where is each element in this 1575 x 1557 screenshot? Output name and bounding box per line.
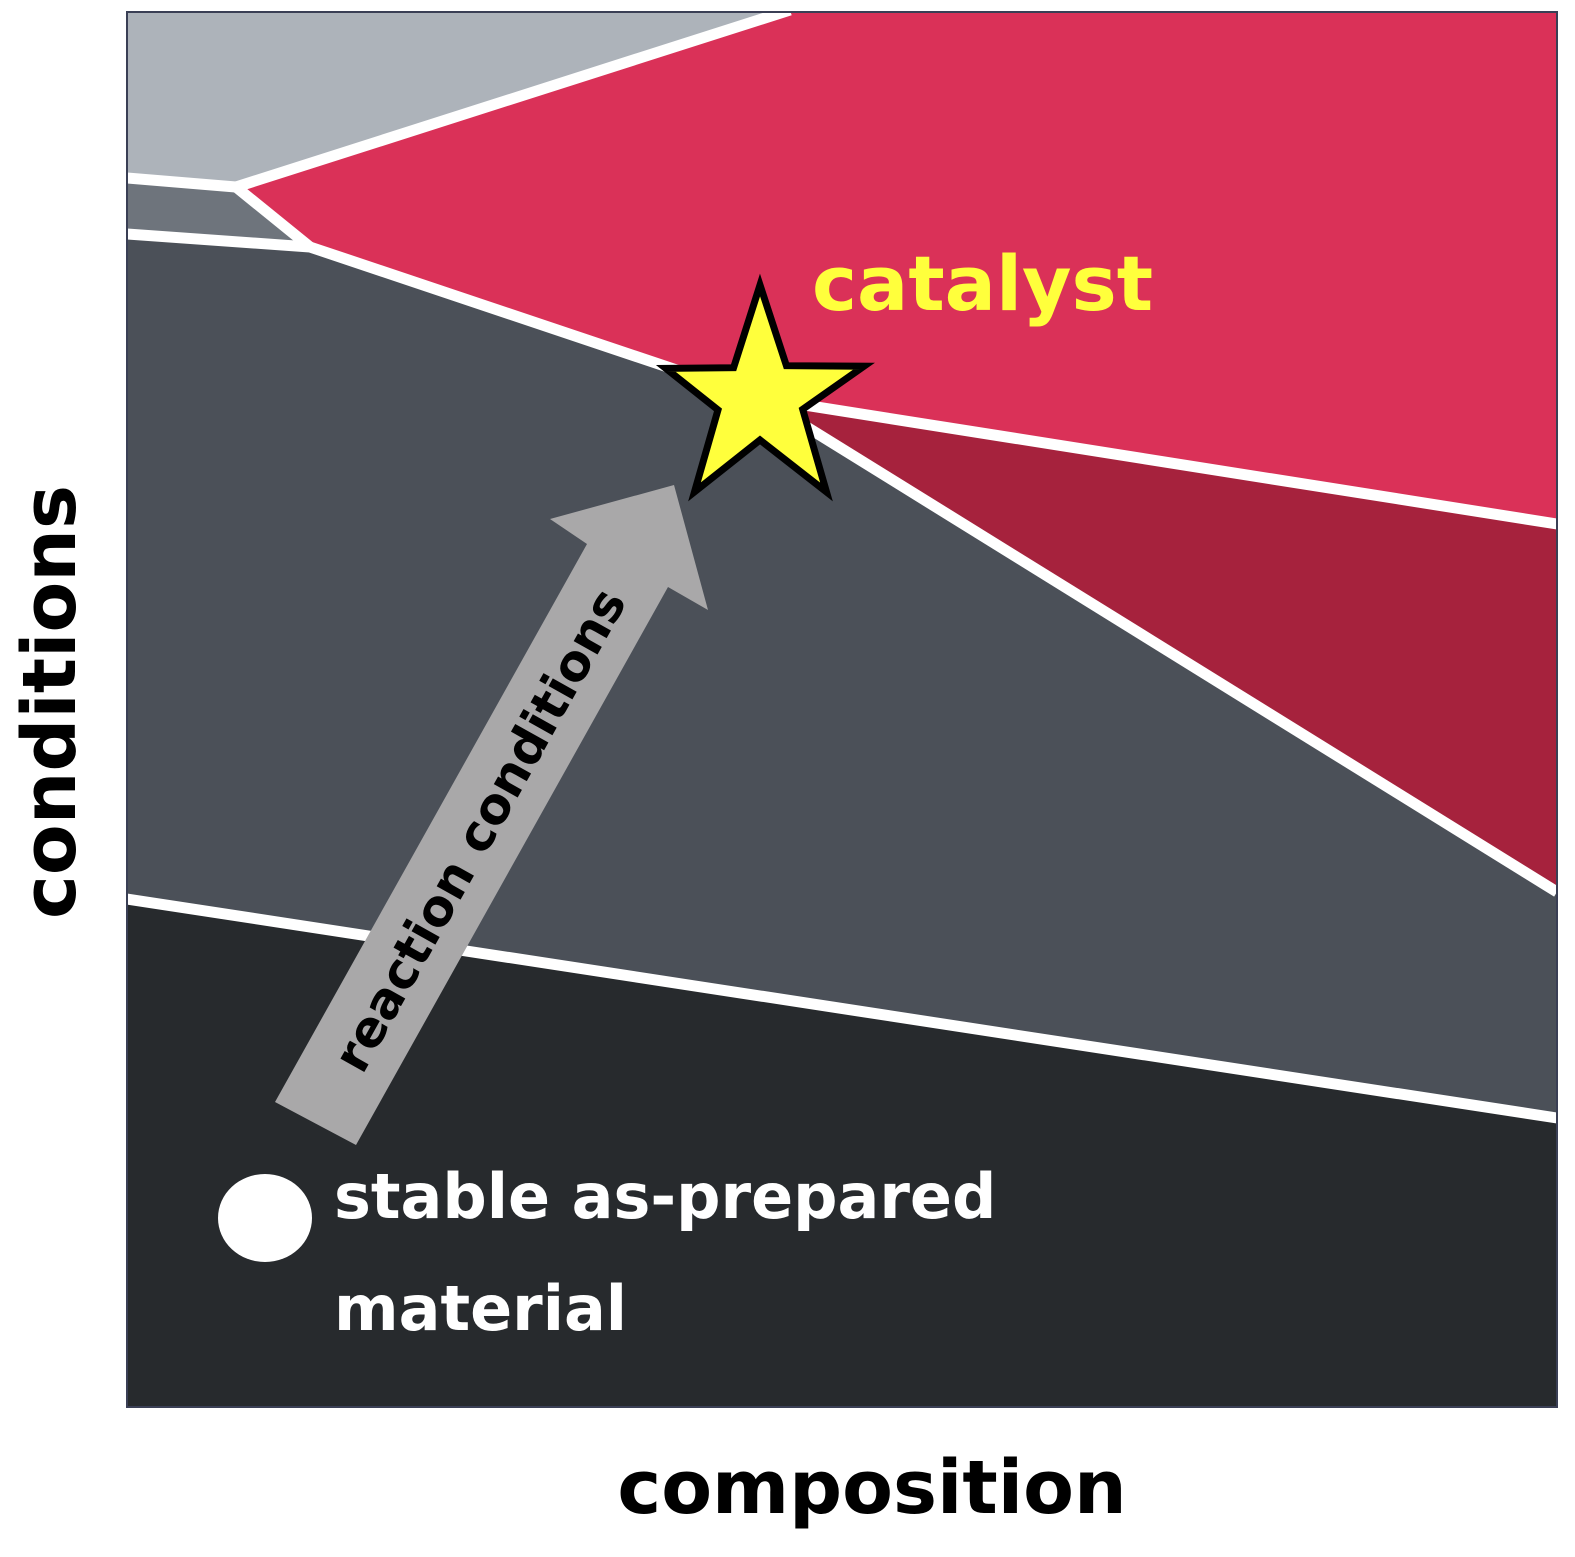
region-catalyst — [236, 12, 1557, 524]
phase-boundaries — [126, 4, 1560, 1124]
circle-icon — [218, 1174, 312, 1262]
boundary-dark-red-lower — [757, 393, 1560, 897]
y-axis-label: conditions — [7, 485, 93, 919]
region-mid-gray — [127, 178, 310, 247]
x-axis-label: composition — [617, 1445, 1126, 1531]
reaction-arrow — [275, 485, 708, 1145]
stable-label-line1: stable as-prepared — [334, 1160, 996, 1233]
stable-label-line2: material — [334, 1272, 627, 1345]
boundary-upper-short — [232, 182, 314, 252]
catalyst-label: catalyst — [812, 239, 1153, 328]
boundary-catalyst-lower — [126, 228, 1558, 530]
region-charcoal — [127, 899, 1557, 1407]
boundary-bottom — [126, 893, 1558, 1124]
plot-frame — [126, 11, 1558, 1408]
regions — [127, 12, 1557, 1407]
star-icon — [655, 273, 875, 502]
region-light-gray — [127, 12, 788, 187]
